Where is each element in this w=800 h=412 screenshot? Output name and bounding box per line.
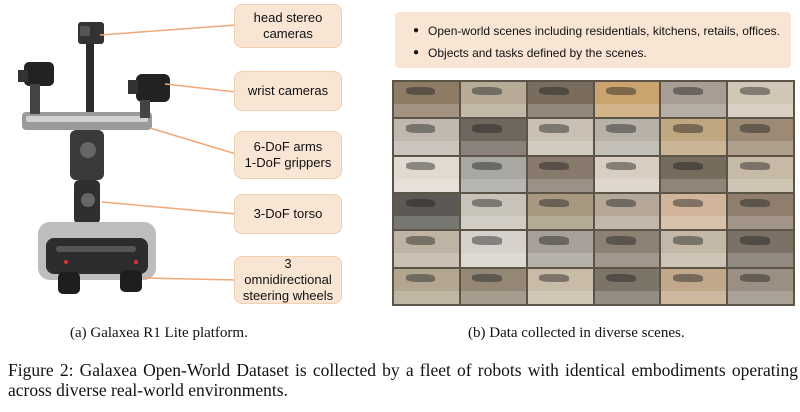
scene-thumbnail bbox=[728, 268, 793, 304]
callout-arms-grippers: 6-DoF arms 1-DoF grippers bbox=[234, 131, 342, 179]
robot-illustration bbox=[18, 22, 170, 294]
scene-thumbnail bbox=[394, 231, 459, 267]
figure-caption: Figure 2: Galaxea Open-World Dataset is … bbox=[8, 360, 798, 400]
scene-thumbnail bbox=[594, 156, 660, 192]
bullet-item: ● Objects and tasks defined by the scene… bbox=[413, 42, 781, 64]
scene-thumbnail bbox=[460, 119, 526, 155]
callout-wrist-cameras: wrist cameras bbox=[234, 71, 342, 111]
bullet-text: Open-world scenes including residentials… bbox=[428, 24, 780, 38]
scene-thumbnail bbox=[661, 156, 727, 192]
bullet-icon: ● bbox=[413, 47, 420, 58]
scene-thumbnail bbox=[460, 268, 526, 304]
scene-thumbnail bbox=[594, 231, 660, 267]
scene-thumbnail bbox=[527, 268, 593, 304]
scene-thumbnail bbox=[527, 119, 593, 155]
scene-thumbnail bbox=[728, 156, 793, 192]
scene-bullets-box: ● Open-world scenes including residentia… bbox=[395, 12, 791, 68]
subcaption-a: (a) Galaxea R1 Lite platform. bbox=[70, 325, 248, 341]
robot-platform-panel: head stereo cameras wrist cameras 6-DoF … bbox=[0, 0, 400, 320]
scene-thumbnail bbox=[394, 268, 459, 304]
bullet-text: Objects and tasks defined by the scenes. bbox=[428, 46, 647, 60]
scene-thumbnail bbox=[594, 119, 660, 155]
bullet-icon: ● bbox=[413, 25, 420, 36]
scene-thumbnail bbox=[728, 82, 793, 118]
subcaption-b: (b) Data collected in diverse scenes. bbox=[468, 325, 685, 341]
callout-head-stereo-cameras: head stereo cameras bbox=[234, 4, 342, 48]
callout-steering-wheels: 3 omnidirectional steering wheels bbox=[234, 256, 342, 304]
scene-thumbnail bbox=[460, 82, 526, 118]
scene-thumbnail bbox=[728, 193, 793, 230]
scene-thumbnail bbox=[460, 156, 526, 192]
scene-thumbnail bbox=[661, 268, 727, 304]
scene-thumbnail bbox=[394, 156, 459, 192]
callout-connector-lines bbox=[99, 24, 237, 281]
scene-thumbnail bbox=[394, 193, 459, 230]
scene-thumbnail bbox=[661, 119, 727, 155]
scene-thumbnail bbox=[460, 231, 526, 267]
scene-thumbnail bbox=[527, 82, 593, 118]
scene-thumbnail bbox=[661, 193, 727, 230]
scene-thumbnail bbox=[527, 231, 593, 267]
scene-thumbnail bbox=[661, 231, 727, 267]
scene-thumbnail bbox=[394, 82, 459, 118]
scene-thumbnail bbox=[527, 156, 593, 192]
scene-thumbnail bbox=[594, 193, 660, 230]
scene-thumbnail bbox=[594, 82, 660, 118]
scene-thumbnail bbox=[728, 119, 793, 155]
scene-image-grid bbox=[392, 80, 795, 306]
scene-thumbnail bbox=[527, 193, 593, 230]
scene-thumbnail bbox=[594, 268, 660, 304]
scene-thumbnail bbox=[728, 231, 793, 267]
callout-torso: 3-DoF torso bbox=[234, 194, 342, 234]
scene-thumbnail bbox=[394, 119, 459, 155]
scene-thumbnail bbox=[661, 82, 727, 118]
scene-thumbnail bbox=[460, 193, 526, 230]
bullet-item: ● Open-world scenes including residentia… bbox=[413, 20, 781, 42]
